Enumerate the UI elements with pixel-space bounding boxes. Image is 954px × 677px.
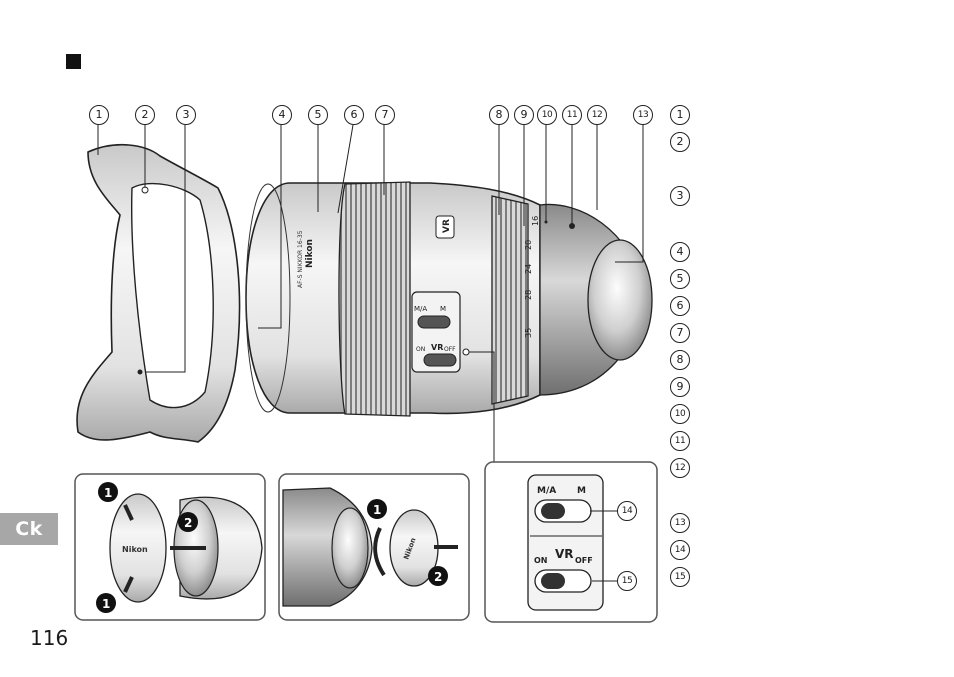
inset-middle-step-2: 2	[434, 570, 442, 584]
inset-left-step-1a: 1	[104, 486, 112, 500]
callout-10: 10	[537, 105, 557, 125]
callout-6: 6	[344, 105, 364, 125]
lens-vr-on-label: ON	[416, 346, 425, 353]
front-cap-brand: Nikon	[122, 545, 148, 554]
legend-number-3: 3	[670, 186, 690, 206]
callout-11: 11	[562, 105, 582, 125]
legend-number-1: 1	[670, 105, 690, 125]
language-tab: Ck	[0, 513, 58, 545]
leader-lines	[97, 124, 644, 462]
inset-vr-off-label: OFF	[575, 556, 593, 565]
legend-number-8: 8	[670, 350, 690, 370]
focal-mark-24: 24	[524, 264, 533, 274]
focal-mark-16: 16	[531, 216, 540, 226]
lens-switch-ma-label: M/A	[414, 305, 427, 313]
callout-5: 5	[308, 105, 328, 125]
inset-switch-ma-label: M/A	[537, 486, 556, 496]
legend-number-11: 11	[670, 431, 690, 451]
callout-7: 7	[375, 105, 395, 125]
lens-hood	[76, 143, 241, 443]
inset-middle-step-1: 1	[373, 503, 381, 517]
inset-left-step-2: 2	[184, 516, 192, 530]
inset-left-frame	[74, 473, 266, 621]
callout-8: 8	[489, 105, 509, 125]
legend-number-2: 2	[670, 132, 690, 152]
vr-badge: VR	[442, 219, 452, 233]
callout-4: 4	[272, 105, 292, 125]
lens-model-mark: AF-S NIKKOR 16-35	[297, 230, 304, 288]
legend-number-9: 9	[670, 377, 690, 397]
legend-number-4: 4	[670, 242, 690, 262]
inset-vr-on-label: ON	[534, 556, 548, 565]
inset-left-steps: 1 2 1	[96, 482, 198, 613]
lens-vr-label: VR	[431, 343, 443, 352]
callout-3: 3	[176, 105, 196, 125]
callout-13: 13	[633, 105, 653, 125]
legend-number-7: 7	[670, 323, 690, 343]
callout-2: 2	[135, 105, 155, 125]
lens-barrel: Nikon AF-S NIKKOR 16-35 VR M/A M ON VR O…	[245, 181, 653, 417]
legend-number-5: 5	[670, 269, 690, 289]
inset-front-cap: Nikon	[109, 493, 263, 603]
lens-brand-mark: Nikon	[305, 239, 315, 268]
legend-number-13: 13	[670, 513, 690, 533]
lens-vr-off-label: OFF	[444, 346, 456, 353]
inset-switch-panel: M/A M ON VR OFF	[527, 474, 618, 611]
legend-number-10: 10	[670, 404, 690, 424]
callout-12: 12	[587, 105, 607, 125]
inset-switch-m-label: M	[577, 486, 586, 496]
callout-14: 14	[617, 501, 637, 521]
section-heading-marker	[66, 54, 81, 69]
legend-number-15: 15	[670, 567, 690, 587]
lens-switch-m-label: M	[440, 305, 446, 313]
focal-mark-35: 35	[524, 328, 533, 338]
inset-middle-frame	[278, 473, 470, 621]
inset-rear-cap: Nikon	[282, 487, 458, 607]
inset-left-step-1b: 1	[102, 597, 110, 611]
inset-vr-label: VR	[555, 547, 574, 561]
focal-mark-20: 20	[524, 240, 533, 250]
inset-right-frame	[484, 461, 658, 623]
callout-1: 1	[89, 105, 109, 125]
legend-number-14: 14	[670, 540, 690, 560]
callout-9: 9	[514, 105, 534, 125]
callout-15: 15	[617, 571, 637, 591]
focal-mark-28: 28	[524, 290, 533, 300]
inset-middle-steps: 1 2	[367, 499, 448, 586]
legend-number-12: 12	[670, 458, 690, 478]
page-number: 116	[30, 626, 69, 650]
legend-number-6: 6	[670, 296, 690, 316]
